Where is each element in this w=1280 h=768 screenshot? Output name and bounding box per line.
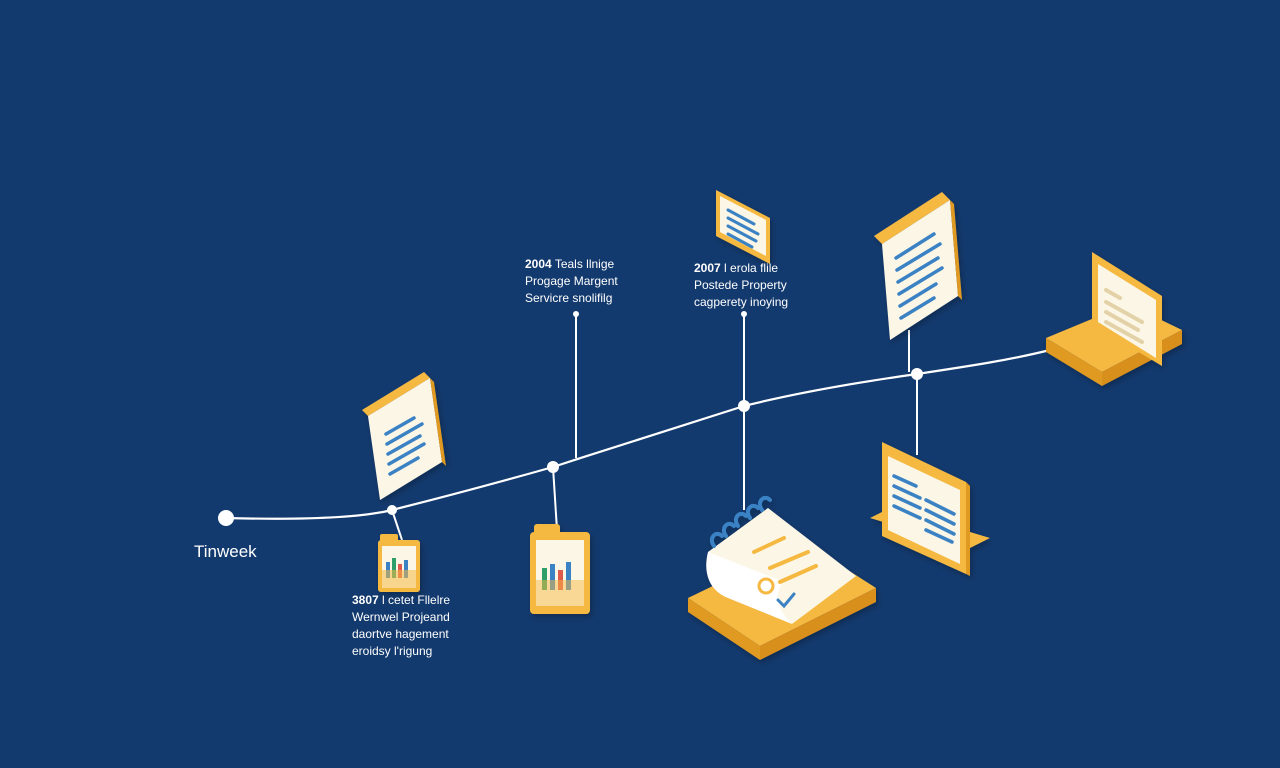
timeline-node bbox=[738, 400, 750, 412]
milestone-line: daortve hagement bbox=[352, 627, 449, 641]
milestone-line: cagperety inoying bbox=[694, 295, 789, 309]
timeline-node bbox=[547, 461, 559, 473]
connector-end-dot bbox=[741, 311, 747, 317]
folder-chart-icon bbox=[378, 534, 420, 592]
milestone-line: eroidsy l'rigung bbox=[352, 644, 433, 658]
milestone-3807-caption: 3807 l cetet Fllelre Wernwel Projeand da… bbox=[352, 592, 450, 660]
milestone-2007-caption: 2007 l erola flile Postede Property cagp… bbox=[694, 260, 788, 311]
document-icon bbox=[716, 190, 770, 264]
milestone-line: Progage Margent bbox=[525, 274, 618, 288]
milestone-year: 3807 bbox=[352, 593, 379, 607]
laptop-icon bbox=[1046, 252, 1182, 386]
milestone-line: l erola flile bbox=[724, 261, 779, 275]
timeline-start-node bbox=[218, 510, 234, 526]
folder-document-icon bbox=[870, 442, 990, 576]
document-icon bbox=[874, 192, 962, 340]
connector-line bbox=[552, 466, 558, 531]
milestone-line: Wernwel Projeand bbox=[352, 610, 450, 624]
milestone-year: 2007 bbox=[694, 261, 721, 275]
milestone-line: Teals llnige bbox=[554, 257, 615, 271]
timeline-start-label: Tinweek bbox=[194, 542, 257, 561]
milestone-line: Postede Property bbox=[694, 278, 787, 292]
calendar-icon bbox=[688, 495, 876, 660]
milestone-line: l cetet Fllelre bbox=[382, 593, 451, 607]
milestone-2004-caption: 2004 Teals llnige Progage Margent Servic… bbox=[525, 256, 618, 307]
connector-line bbox=[391, 509, 403, 541]
milestone-year: 2004 bbox=[525, 257, 552, 271]
folder-chart-icon bbox=[530, 524, 590, 614]
document-icon bbox=[362, 372, 446, 500]
timeline-node bbox=[911, 368, 923, 380]
connector-end-dot bbox=[573, 311, 579, 317]
timeline-node bbox=[387, 505, 397, 515]
milestone-line: Servicre snolifilg bbox=[525, 291, 613, 305]
